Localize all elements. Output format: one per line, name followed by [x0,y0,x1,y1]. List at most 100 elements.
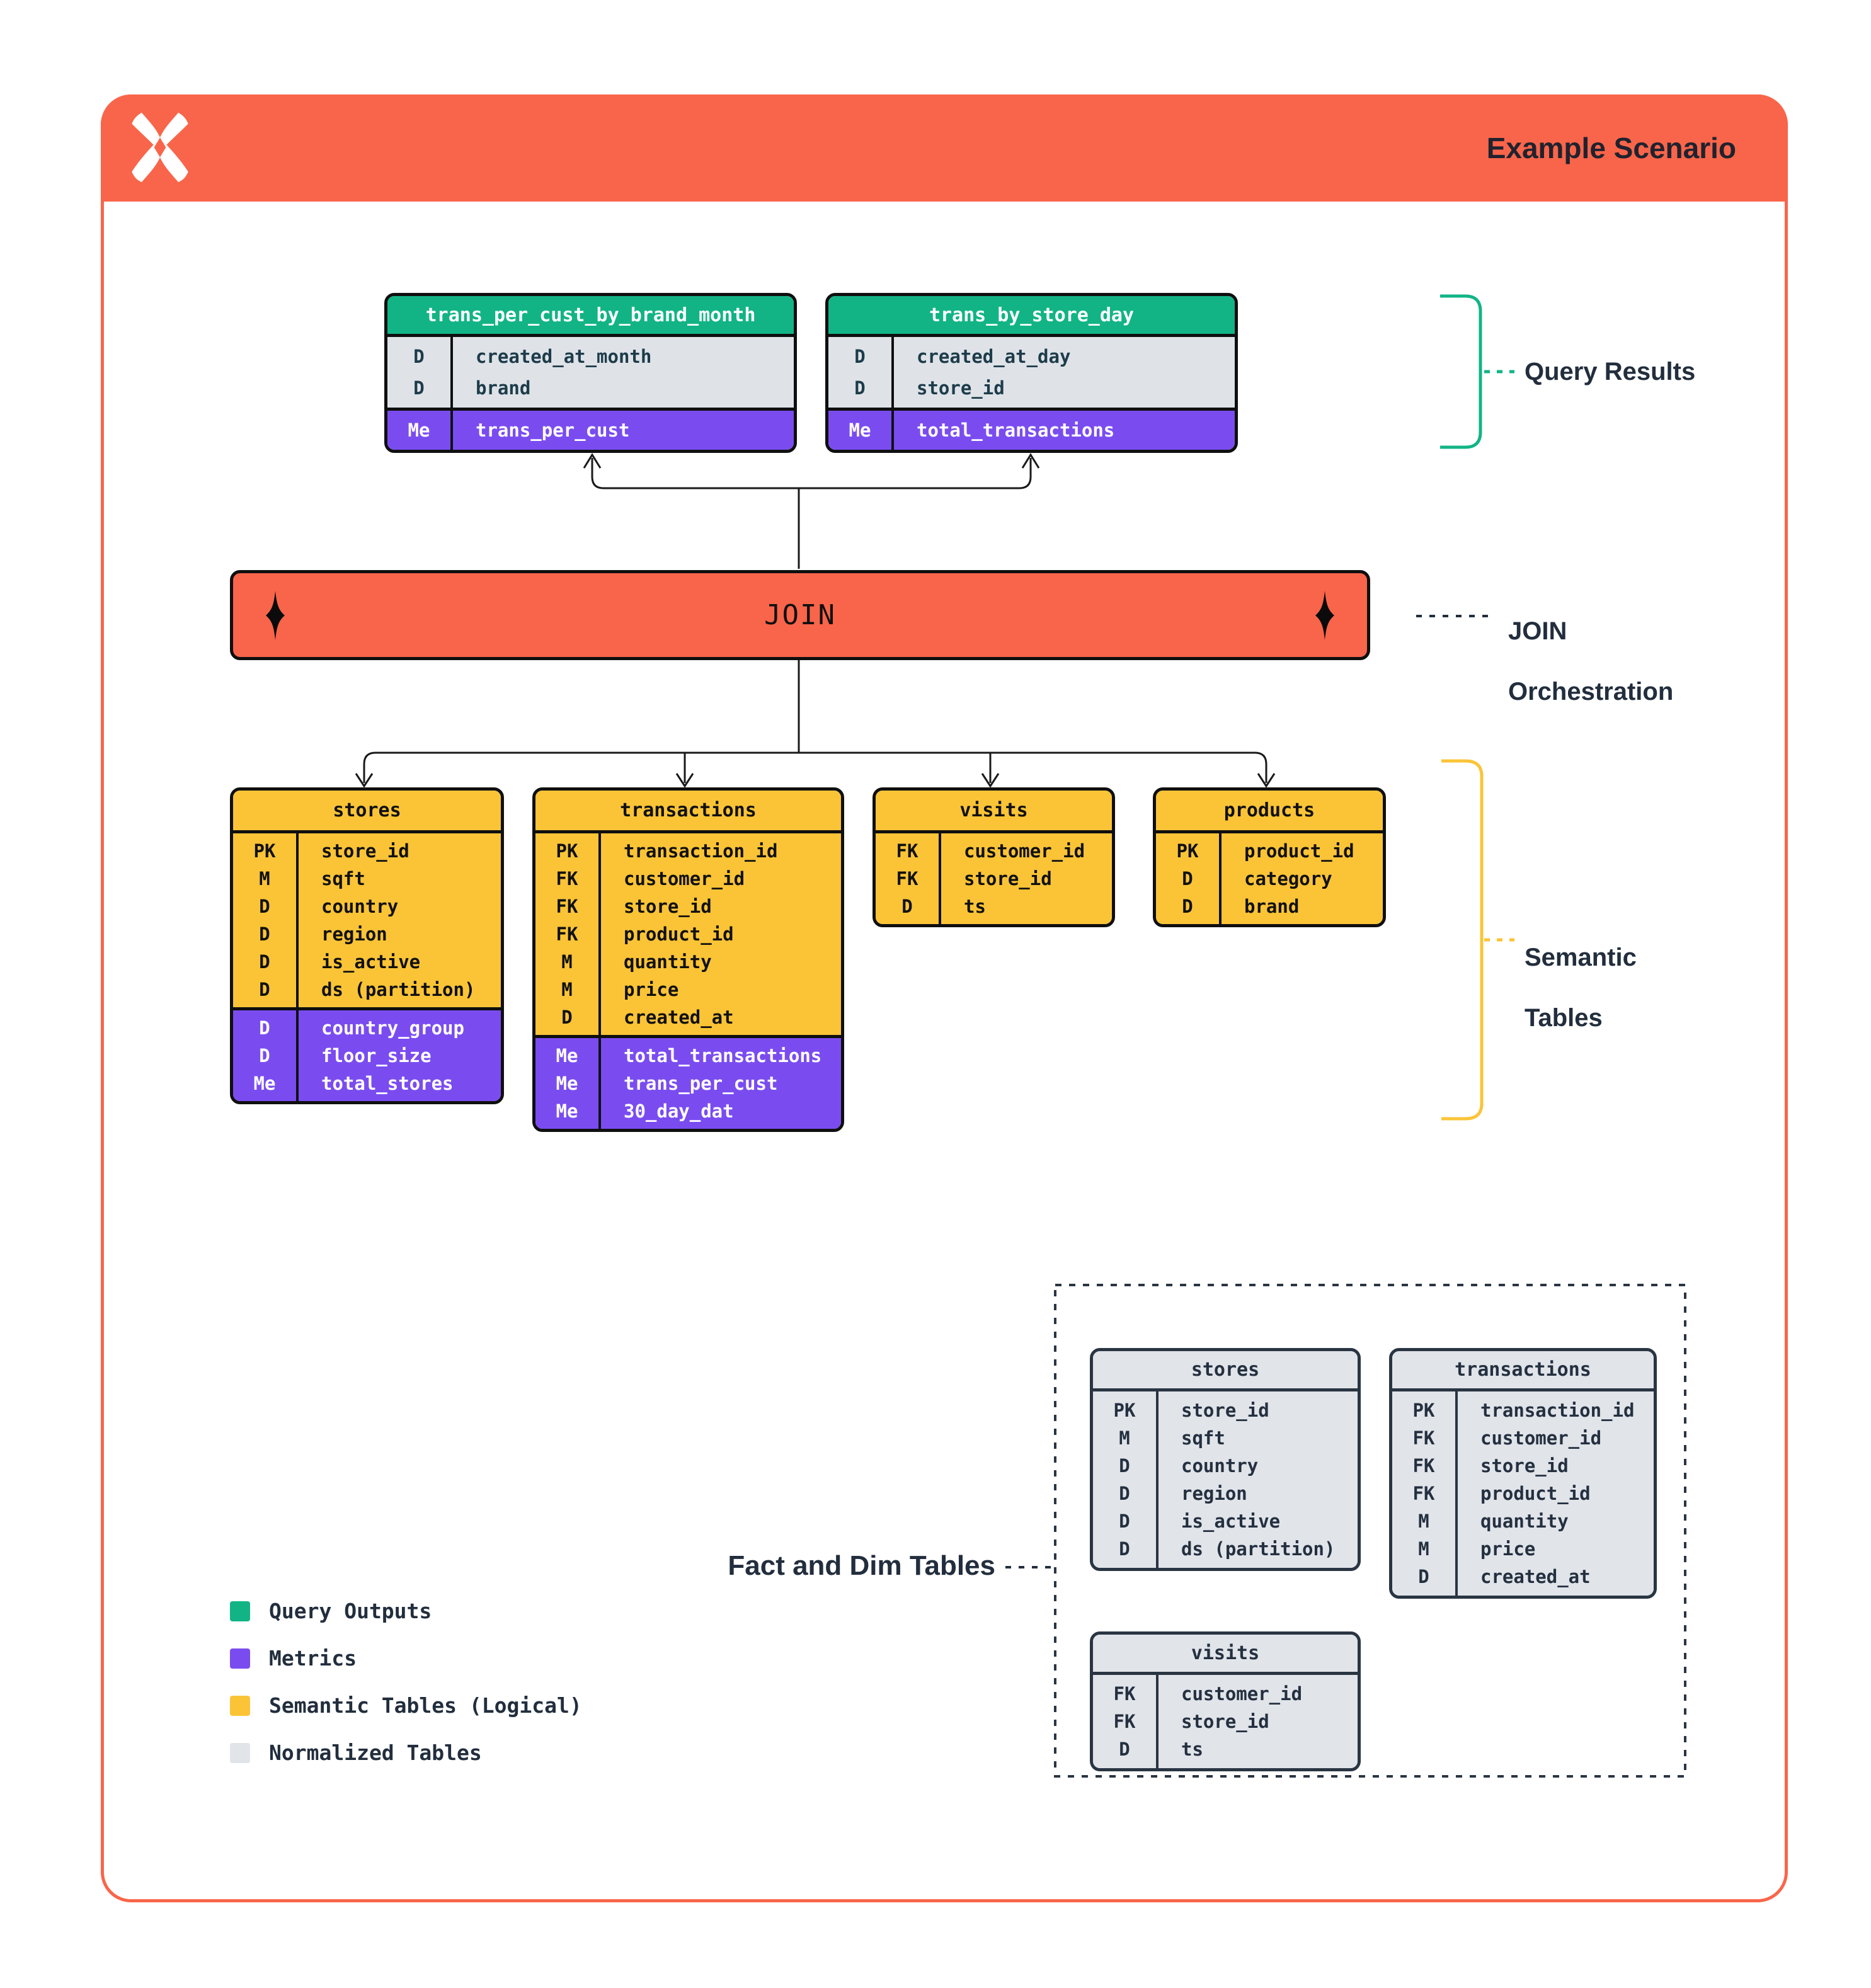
row-key: D [1182,868,1193,889]
row-key: D [413,346,425,367]
row-key: M [259,868,270,889]
diamond-icon [1315,590,1334,640]
table-title: products [1156,791,1383,833]
legend-item: Semantic Tables (Logical) [230,1693,582,1718]
row-key: M [1418,1511,1429,1532]
row-name: quantity [624,951,712,973]
row-key: FK [1412,1427,1435,1449]
row-key: M [561,951,573,973]
row-key: M [1418,1538,1429,1560]
row-key: FK [896,868,918,889]
row-name: store_id [1480,1455,1569,1477]
row-key: Me [556,1100,578,1122]
row-key: D [1119,1455,1130,1477]
row-key: D [854,346,866,367]
join-label: JOIN [764,599,836,631]
row-key: Me [556,1045,578,1066]
row-key: D [259,1017,270,1039]
row-name: ds (partition) [1181,1538,1336,1560]
row-key: D [1182,896,1193,917]
row-key: D [1119,1511,1130,1532]
row-name: country [321,896,399,917]
row-key: D [901,896,913,917]
row-name: ds (partition) [321,979,476,1000]
row-name: sqft [321,868,365,889]
row-key: FK [556,896,578,917]
table-title: trans_by_store_day [828,296,1235,337]
row-name: total_transactions [917,420,1115,441]
row-key: Me [849,420,871,441]
row-name: country_group [321,1017,464,1039]
row-key: PK [1412,1400,1435,1421]
row-name: quantity [1480,1511,1569,1532]
row-name: created_at [624,1007,734,1028]
row-key: D [259,951,270,973]
row-key: Me [556,1073,578,1094]
fact-dim-label: Fact and Dim Tables [728,1550,995,1581]
row-key: D [413,377,425,399]
row-key: D [561,1007,573,1028]
row-name: product_id [1244,840,1354,862]
row-key: D [1119,1538,1130,1560]
row-name: sqft [1181,1427,1225,1449]
star-x-logo-icon [132,112,188,183]
row-name: ts [1181,1739,1203,1760]
row-name: product_id [1480,1483,1591,1504]
semantic-tables-label: Semantic Tables [1525,912,1637,1033]
row-key: M [1119,1427,1130,1449]
table-title: transactions [1392,1351,1654,1391]
row-key: PK [1176,840,1199,862]
row-key: D [259,979,270,1000]
legend-item: Metrics [230,1646,582,1671]
legend-item: Normalized Tables [230,1740,582,1765]
row-name: is_active [1181,1511,1281,1532]
row-key: D [1418,1566,1429,1587]
row-key: FK [1113,1683,1136,1705]
row-name: total_transactions [624,1045,822,1066]
legend-item: Query Outputs [230,1599,582,1623]
row-name: store_id [917,377,1005,399]
row-key: PK [1113,1400,1136,1421]
join-bar: JOIN [230,570,1370,660]
join-orchestration-line2: Orchestration [1508,678,1674,706]
query-results-label: Query Results [1525,358,1696,386]
row-name: customer_id [624,868,745,889]
row-key: D [259,896,270,917]
row-name: transaction_id [1480,1400,1635,1421]
row-key: FK [1113,1711,1136,1732]
legend-swatch [230,1648,250,1669]
join-orchestration-line1: JOIN [1508,617,1567,645]
row-name: created_at [1480,1566,1591,1587]
row-name: brand [476,377,531,399]
table-title: transactions [535,791,841,833]
diamond-icon [266,590,285,640]
card-header: Example Scenario [101,94,1788,202]
row-key: Me [253,1073,276,1094]
legend-label: Semantic Tables (Logical) [269,1693,582,1718]
row-name: customer_id [1480,1427,1602,1449]
row-name: product_id [624,923,734,945]
table-title: trans_per_cust_by_brand_month [387,296,794,337]
row-name: brand [1244,896,1300,917]
row-name: ts [964,896,986,917]
row-name: store_id [1181,1711,1269,1732]
row-name: price [1480,1538,1536,1560]
row-name: 30_day_dat [624,1100,734,1122]
row-key: M [561,979,573,1000]
row-name: created_at_day [917,346,1071,367]
page-title: Example Scenario [1486,132,1736,164]
row-key: D [1119,1739,1130,1760]
row-key: FK [556,868,578,889]
table-title: visits [1093,1635,1358,1675]
